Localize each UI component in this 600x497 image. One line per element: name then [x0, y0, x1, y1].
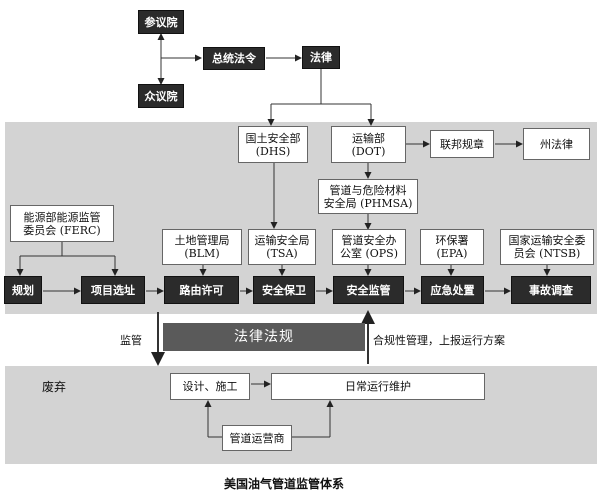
- supervision-label: 监管: [120, 334, 142, 347]
- abandon-label: 废弃: [42, 380, 67, 394]
- ops-box: 管道安全办 公室 (OPS): [332, 229, 406, 265]
- president-order-box: 总统法令: [203, 47, 265, 70]
- laws-regulations-bar: 法律法规: [163, 323, 365, 351]
- stage-route-permit: 路由许可: [164, 276, 239, 304]
- blm-box: 土地管理局 (BLM): [162, 229, 242, 265]
- federal-regulations-box: 联邦规章: [430, 130, 494, 158]
- phmsa-box: 管道与危险材料 安全局 (PHMSA): [318, 179, 418, 214]
- stage-planning: 规划: [4, 276, 42, 304]
- house-box: 众议院: [138, 84, 184, 108]
- stage-security: 安全保卫: [253, 276, 315, 304]
- ferc-box: 能源部能源监管 委员会 (FERC): [10, 205, 114, 242]
- stage-accident-investigation: 事故调查: [511, 276, 591, 304]
- design-construction-box: 设计、施工: [170, 373, 250, 400]
- stage-emergency-response: 应急处置: [421, 276, 484, 304]
- dhs-box: 国土安全部 (DHS): [238, 126, 308, 163]
- pipeline-operator-box: 管道运营商: [222, 425, 292, 451]
- tsa-box: 运输安全局 (TSA): [248, 229, 316, 265]
- state-law-box: 州法律: [523, 128, 590, 160]
- stage-site-selection: 项目选址: [81, 276, 145, 304]
- law-box: 法律: [302, 46, 340, 69]
- epa-box: 环保署 (EPA): [420, 229, 484, 265]
- daily-operation-box: 日常运行维护: [271, 373, 485, 400]
- compliance-label: 合规性管理，上报运行方案: [373, 334, 505, 347]
- senate-box: 参议院: [138, 10, 184, 34]
- figure-caption: 美国油气管道监管体系: [224, 477, 345, 491]
- ntsb-box: 国家运输安全委 员会 (NTSB): [500, 229, 594, 265]
- dot-box: 运输部 (DOT): [331, 126, 406, 163]
- stage-safety-supervision: 安全监管: [333, 276, 404, 304]
